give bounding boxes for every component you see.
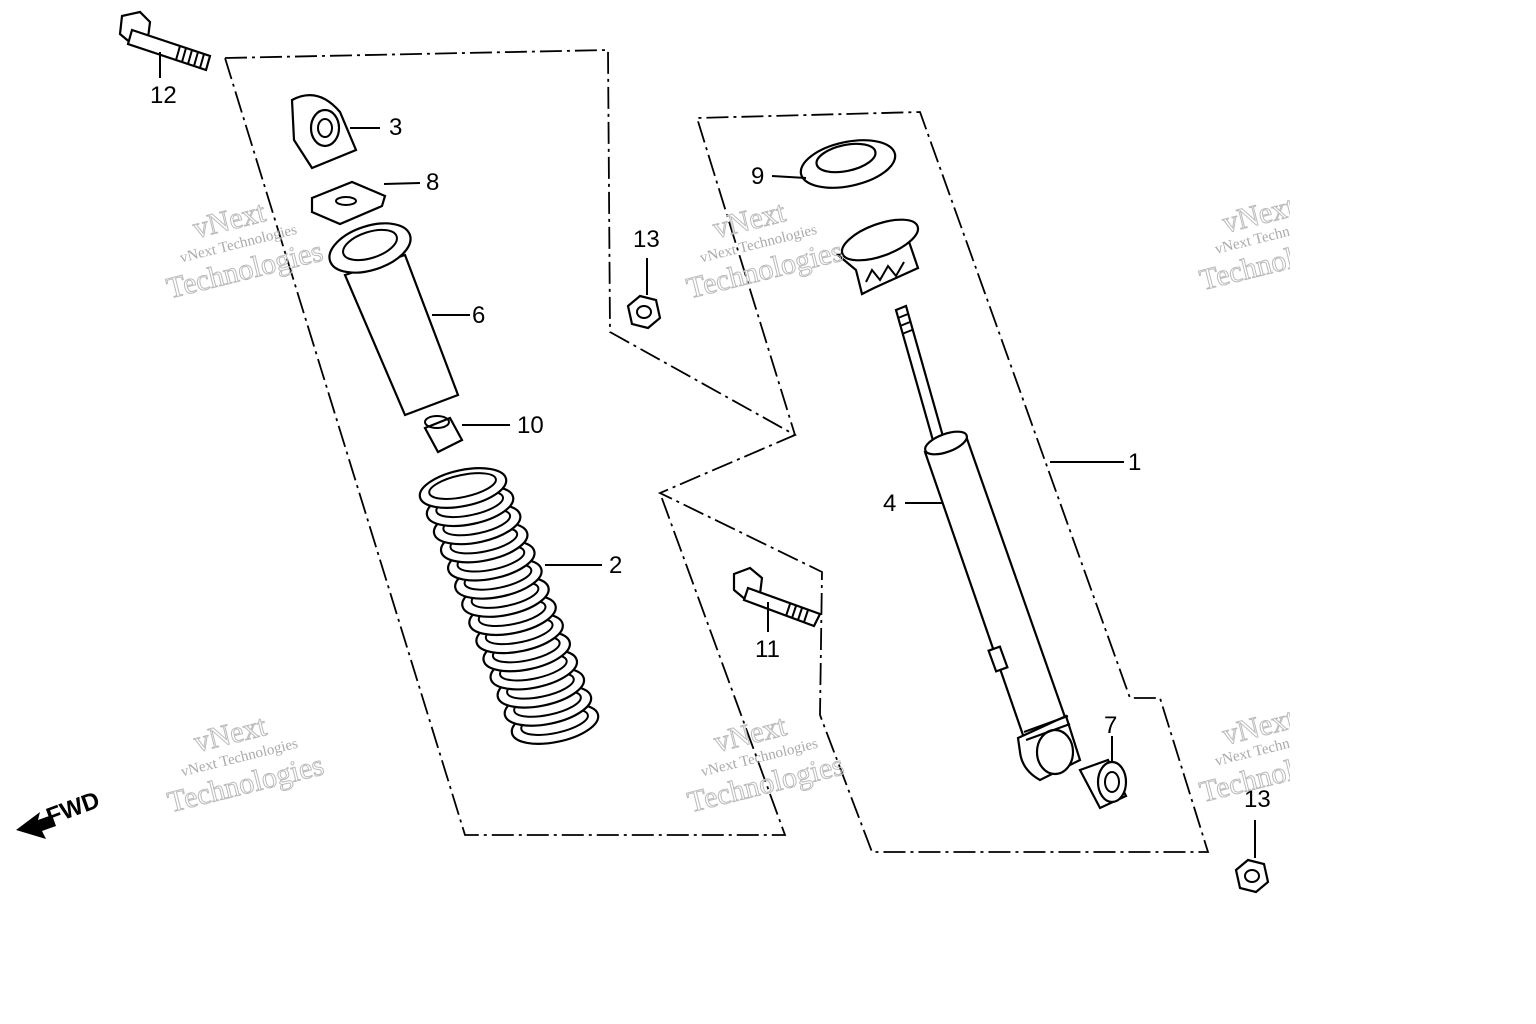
callout-10: 10: [517, 412, 544, 439]
left-group-outline: [224, 49, 1210, 853]
callout-12: 12: [150, 82, 177, 109]
forward-arrow-icon: FWD: [16, 787, 103, 839]
bump-stop-10: [423, 415, 510, 454]
damper-4: [894, 304, 1082, 782]
spring-coil-inner: [428, 472, 497, 500]
callout-8: 8: [426, 169, 439, 196]
collar-7: [1078, 736, 1128, 810]
callout-4: 4: [883, 490, 896, 517]
washer-9: [771, 139, 897, 189]
callout-13-lower: 13: [1244, 786, 1271, 813]
upper-mount-3: [290, 94, 380, 170]
callout-11: 11: [755, 636, 780, 663]
callout-3: 3: [389, 114, 402, 141]
cover-tube-6: [328, 222, 470, 417]
watermark-bottom-left: vNext vNext Technologies Technologies: [164, 709, 328, 820]
callout-7: 7: [1104, 712, 1117, 739]
callout-2: 2: [609, 552, 622, 579]
watermark-bottom-right: vNext vNext Technologies Technologies: [1196, 712, 1290, 810]
callout-1: 1: [1128, 449, 1141, 476]
callout-9: 9: [751, 163, 764, 190]
callout-13-upper: 13: [633, 226, 660, 253]
spring-seat-5: [835, 218, 920, 296]
plate-8: [310, 180, 421, 226]
forward-label: FWD: [43, 787, 104, 831]
bolt-11: [732, 566, 822, 632]
watermark-top-left: vNext vNext Technologies Technologies: [163, 195, 327, 306]
nut-13-upper: [626, 258, 662, 330]
callout-6: 6: [472, 302, 485, 329]
nut-13-lower: [1234, 820, 1270, 894]
watermark-top-center: vNext vNext Technologies Technologies: [683, 195, 847, 306]
watermark-top-right: vNext vNext Technologies Technologies: [1196, 200, 1290, 298]
spring-2: [418, 467, 602, 745]
bolt-12: [118, 10, 212, 78]
